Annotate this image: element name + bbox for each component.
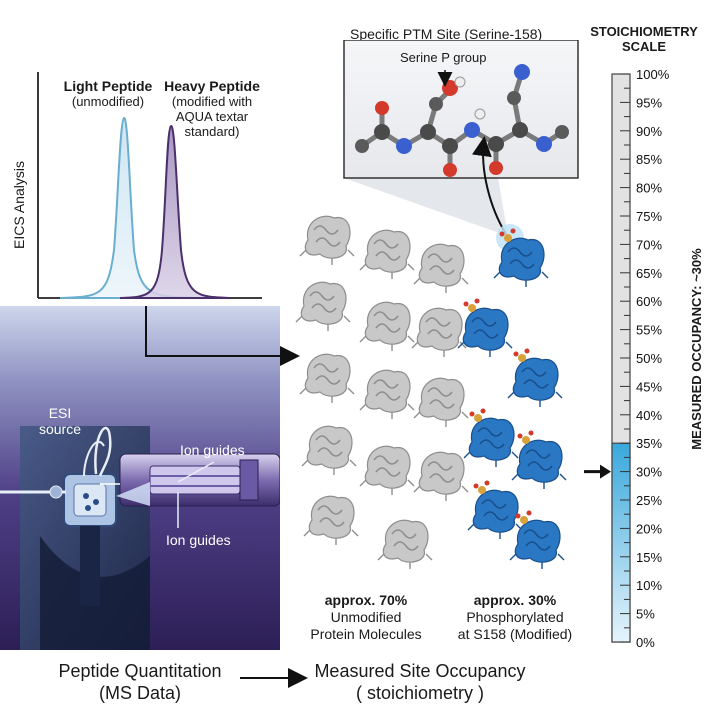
footer-right-2: ( stoichiometry )	[355, 683, 485, 703]
scale-title: STOICHIOMETRY SCALE	[574, 24, 714, 54]
unmodified-protein	[411, 307, 467, 357]
scale-tick-label: 80%	[636, 181, 662, 196]
modified-protein	[463, 408, 519, 467]
footer-left-2: (MS Data)	[98, 683, 181, 703]
modified-protein	[493, 228, 549, 287]
ptm-zoom-panel	[343, 40, 579, 236]
unmodified-protein	[377, 519, 433, 569]
footer-left-1: Peptide Quantitation	[58, 661, 222, 681]
unmodified-protein	[359, 229, 415, 279]
scale-tick-label: 10%	[636, 578, 662, 593]
unmodified-protein	[413, 243, 469, 293]
unmodified-protein	[359, 301, 415, 351]
modified-protein	[457, 298, 513, 357]
measured-occupancy-label: MEASURED OCCUPANCY: ~30%	[689, 248, 704, 450]
scale-tick-label: 5%	[636, 607, 655, 622]
light-peptide-label: Light Peptide (unmodified)	[44, 78, 172, 109]
scale-tick-label: 95%	[636, 95, 662, 110]
esi-source-label: ESI source	[32, 405, 88, 437]
pointer-head	[600, 464, 611, 479]
occupancy-pointer-arrow	[584, 464, 611, 479]
modified-group-label: approx. 30% Phosphorylated at S158 (Modi…	[440, 592, 590, 643]
modified-protein	[507, 348, 563, 407]
scale-tick-label: 100%	[636, 67, 670, 82]
stoichiometry-scale: 100% 95% 90% 85% 80% 75% 70% 65% 60% 55% 50% 45% 40%…	[611, 67, 670, 650]
scale-tick-label: 55%	[636, 323, 662, 338]
scale-tick-label: 15%	[636, 550, 662, 565]
modified-protein	[511, 430, 567, 489]
heavy-peptide-subtitle-1: (modified with	[171, 94, 253, 109]
ion-guides-bottom-label: Ion guides	[166, 532, 231, 548]
scale-tick-label: 75%	[636, 209, 662, 224]
scale-tick-label: 60%	[636, 294, 662, 309]
esi-source-label-1: ESI	[48, 405, 72, 421]
modified-line-1: Phosphorylated	[466, 609, 564, 625]
modified-percent: approx. 30%	[473, 592, 557, 608]
scale-tick-label: 45%	[636, 379, 662, 394]
unmodified-group-label: approx. 70% Unmodified Protein Molecules	[296, 592, 436, 643]
unmodified-line-1: Unmodified	[330, 609, 402, 625]
scale-tick-label: 35%	[636, 436, 662, 451]
light-peptide-subtitle: (unmodified)	[71, 94, 145, 109]
unmodified-protein	[295, 281, 351, 331]
unmodified-protein	[359, 445, 415, 495]
scale-tick-label: 65%	[636, 266, 662, 281]
scale-title-2: SCALE	[621, 39, 667, 54]
heavy-peptide-label: Heavy Peptide (modified with AQUA textar…	[158, 78, 266, 139]
scale-tick-label: 50%	[636, 351, 662, 366]
site-to-molecule-arrow	[471, 136, 507, 235]
serine-group-label: Serine P group	[400, 50, 487, 65]
unmodified-protein	[299, 353, 355, 403]
mass-spectrometer-illustration	[0, 426, 280, 650]
heavy-peptide-peak	[119, 124, 231, 299]
modified-protein	[467, 480, 523, 539]
modified-line-2: at S158 (Modified)	[457, 626, 573, 642]
scale-tick-label: 85%	[636, 152, 662, 167]
footer-arrow	[240, 668, 308, 688]
unmodified-protein	[359, 369, 415, 419]
light-peptide-peak	[59, 116, 201, 299]
scale-title-1: STOICHIOMETRY	[590, 24, 698, 39]
scale-tick-label: 40%	[636, 408, 662, 423]
unmodified-protein	[303, 495, 359, 545]
light-peptide-title: Light Peptide	[63, 78, 153, 94]
unmodified-protein	[299, 215, 355, 265]
unmodified-protein	[413, 451, 469, 501]
protein-population	[295, 215, 567, 569]
ptm-site-title: Specific PTM Site (Serine-158)	[350, 26, 543, 42]
scale-tick-label: 90%	[636, 124, 662, 139]
footer-right-1: Measured Site Occupancy	[314, 661, 526, 681]
scale-tick-label: 20%	[636, 521, 662, 536]
scale-tick-label: 0%	[636, 635, 655, 650]
mass-spectrometer-panel	[0, 306, 280, 650]
eics-to-proteins-connector	[145, 306, 300, 366]
eics-panel	[37, 72, 262, 299]
eics-axis-label: EICS Analysis	[11, 161, 27, 249]
heavy-peptide-title: Heavy Peptide	[164, 78, 260, 94]
unmodified-protein	[413, 377, 469, 427]
modified-protein	[509, 510, 565, 569]
scale-tick-label: 25%	[636, 493, 662, 508]
ion-guides-top-callout	[177, 461, 215, 483]
unmodified-protein	[301, 425, 357, 475]
esi-source-label-2: source	[38, 421, 82, 437]
scale-tick-label: 30%	[636, 465, 662, 480]
heavy-peptide-subtitle-3: standard)	[184, 124, 240, 139]
footer-left: Peptide Quantitation (MS Data)	[20, 660, 260, 704]
heavy-peptide-subtitle-2: AQUA textar	[175, 109, 249, 124]
ion-guides-top-label: Ion guides	[180, 442, 245, 458]
unmodified-line-2: Protein Molecules	[310, 626, 422, 642]
unmodified-percent: approx. 70%	[324, 592, 408, 608]
footer-right: Measured Site Occupancy ( stoichiometry …	[300, 660, 540, 704]
scale-tick-label: 70%	[636, 237, 662, 252]
